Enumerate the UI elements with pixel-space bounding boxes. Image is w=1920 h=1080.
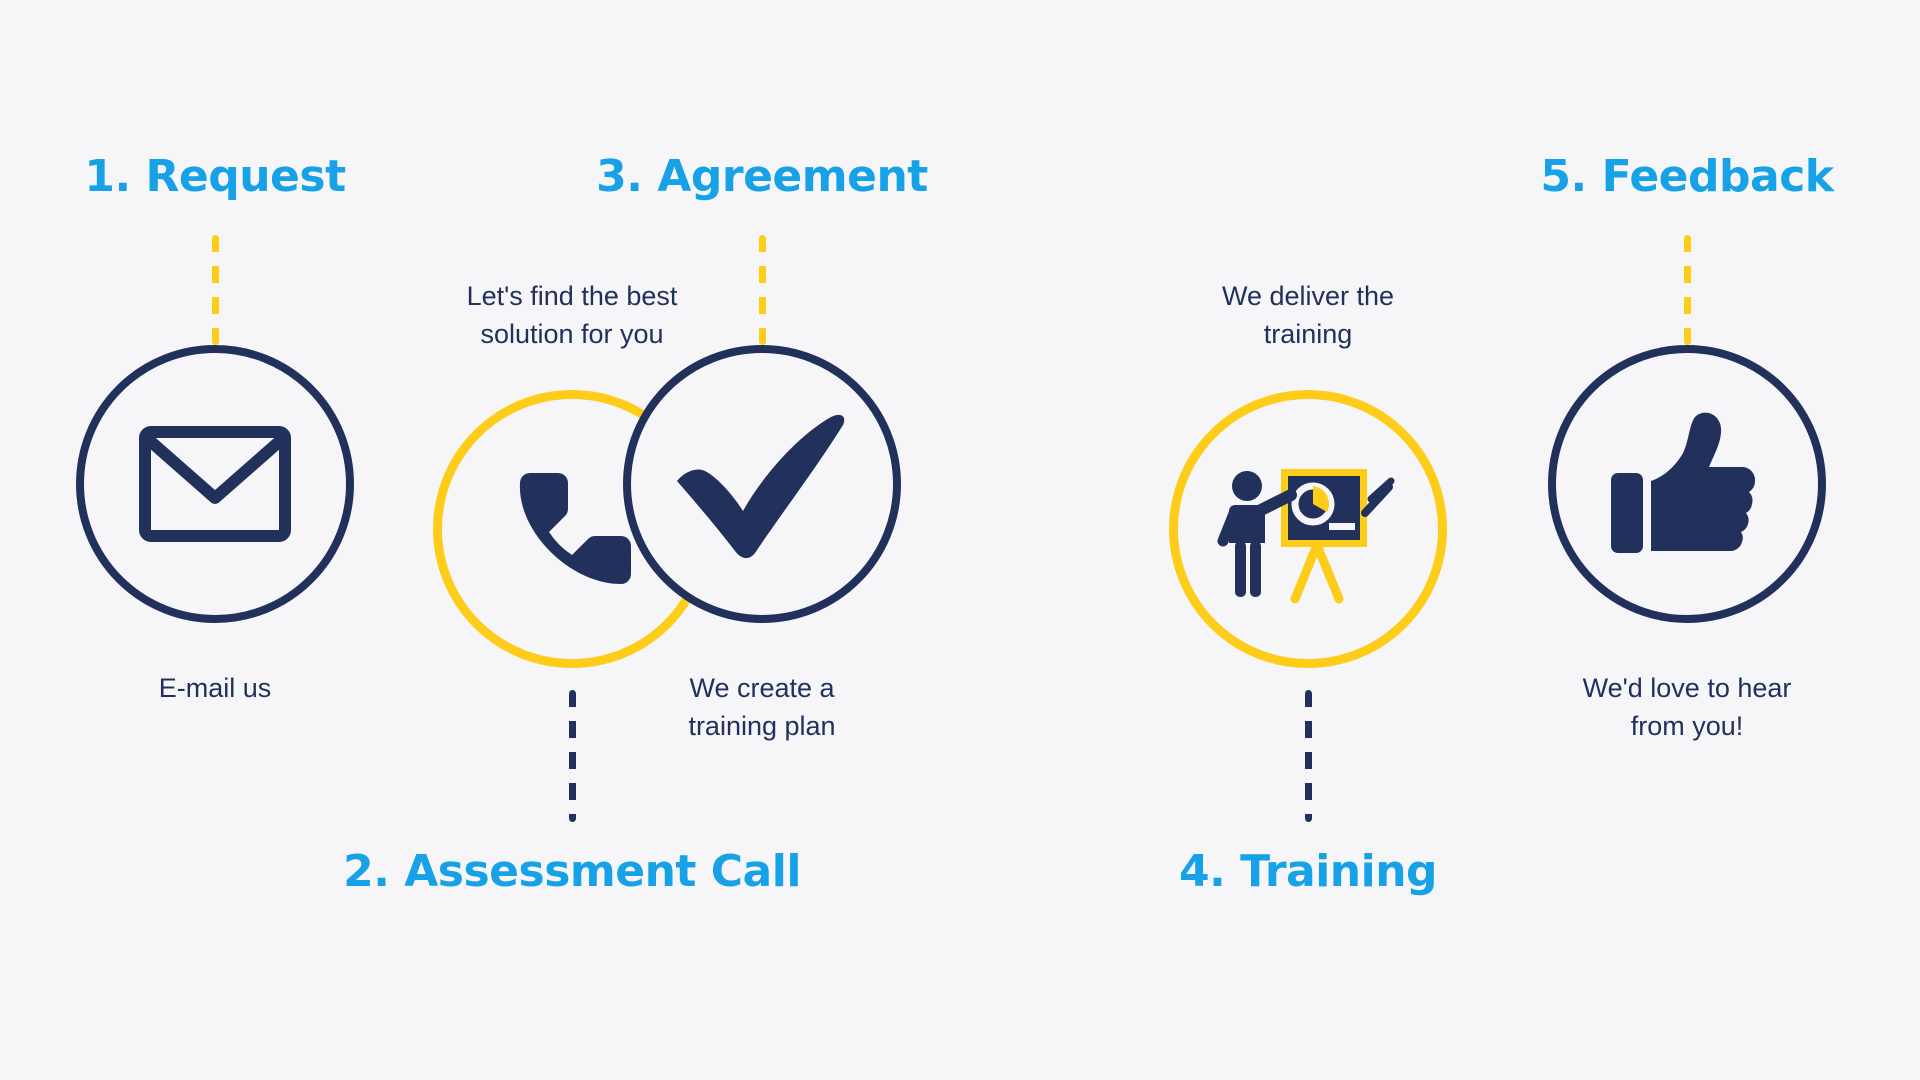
step-2-title: 2. Assessment Call: [343, 845, 801, 897]
step-4-title: 4. Training: [1178, 845, 1438, 897]
thumbs-up-icon: [1607, 411, 1767, 557]
step-1-icon-circle: [76, 345, 354, 623]
step-4-caption: We deliver the training: [1221, 281, 1395, 350]
envelope-icon: [139, 426, 291, 542]
phone-icon: [500, 457, 644, 601]
step-4-training: We deliver the training: [1128, 0, 1488, 1080]
step-3-agreement: 3. Agreement We create a training plan: [582, 0, 942, 1080]
checkmark-icon: [671, 409, 853, 559]
step-1-caption: E-mail us: [158, 673, 272, 703]
step-1-request: 1. Request E-mail us: [35, 0, 395, 1080]
step-3-title: 3. Agreement: [596, 151, 928, 202]
step-5-connector-dashed-line: [1683, 235, 1691, 345]
step-2-connector-dashed-line: [568, 689, 576, 822]
step-1-title: 1. Request: [84, 151, 346, 202]
step-5-icon-circle: [1548, 345, 1826, 623]
step-5-caption: We'd love to hear from you!: [1582, 673, 1792, 742]
step-3-icon-circle: [623, 345, 901, 623]
step-4-icon-circle: [1169, 389, 1447, 668]
step-5-title: 5. Feedback: [1540, 151, 1834, 202]
presentation-training-icon: [1213, 453, 1403, 605]
step-5-feedback: 5. Feedback We'd love to hear from you!: [1507, 0, 1867, 1080]
step-1-connector-dashed-line: [211, 235, 219, 345]
step-3-caption: We create a training plan: [688, 673, 836, 742]
step-4-connector-dashed-line: [1304, 689, 1312, 822]
step-3-connector-dashed-line: [758, 235, 766, 345]
step-2-caption: Let's find the best solution for you: [466, 281, 678, 350]
